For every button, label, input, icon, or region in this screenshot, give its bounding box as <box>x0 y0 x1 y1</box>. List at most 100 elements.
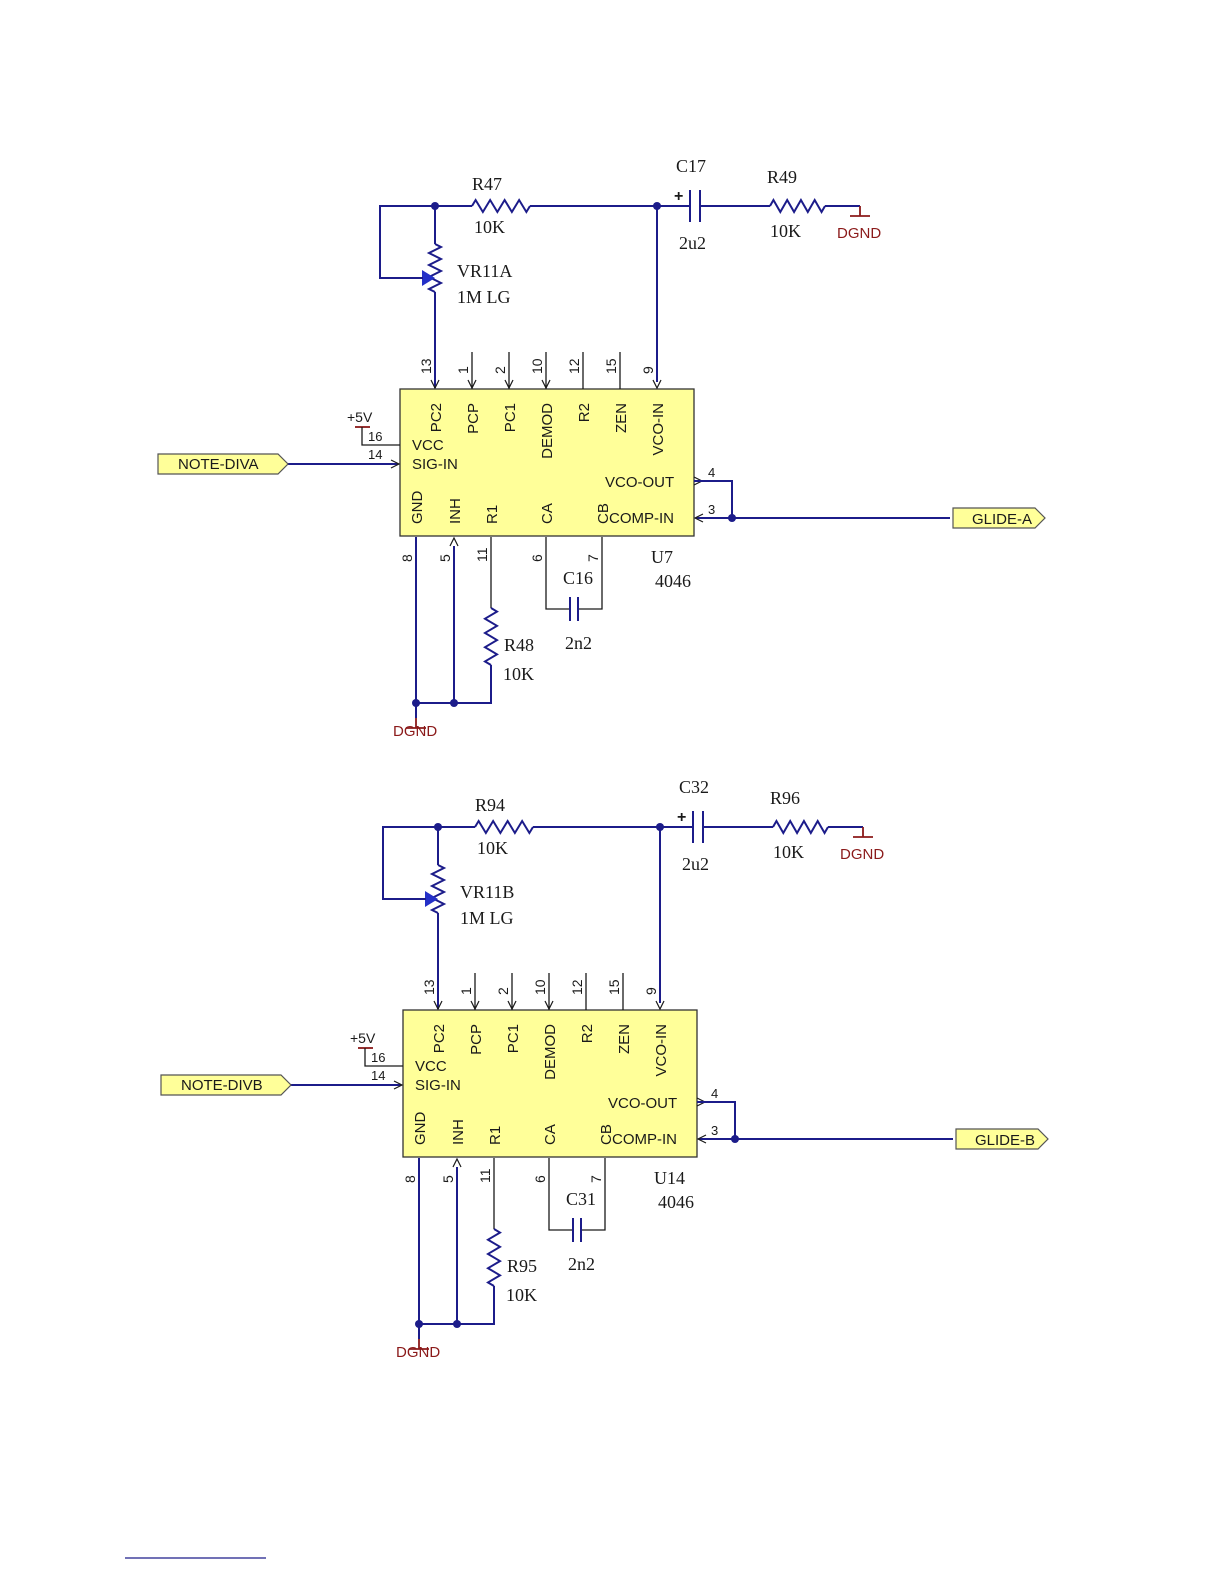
wire-pot-loop <box>379 205 435 279</box>
ic-left-pin-name: VCC <box>415 1058 447 1075</box>
ic-top-pin-number: 1 <box>458 987 474 995</box>
capacitor-polarity: + <box>677 809 686 826</box>
ic-top-pin-number: 10 <box>529 358 545 374</box>
ic-bottom-pin-number: 11 <box>477 1168 493 1183</box>
pin-arrow <box>452 1157 462 1168</box>
pot-ref: VR11B <box>460 882 514 902</box>
junction-dot <box>728 514 736 522</box>
resistor-right <box>769 197 826 215</box>
ic-ref: U7 <box>651 547 673 567</box>
ic-bottom-pin-name: R1 <box>487 1126 504 1145</box>
junction-dot <box>453 1320 461 1328</box>
ic-bottom-pin-number: 7 <box>585 554 601 562</box>
pot-value: 1M LG <box>460 908 514 928</box>
ground-label: DGND <box>840 846 884 863</box>
resistor-top-value: 10K <box>474 217 505 237</box>
pin-arrow <box>541 379 551 390</box>
output-port-label: GLIDE-A <box>972 511 1032 528</box>
pot-wiper-arrow <box>422 270 435 286</box>
capacitor-bottom-value: 2n2 <box>565 633 592 653</box>
ic-part: 4046 <box>658 1192 694 1212</box>
ic-top-pin-number: 15 <box>603 358 619 374</box>
resistor-bottom <box>486 1228 502 1287</box>
ic-right-pin-number: 3 <box>708 502 715 517</box>
ic-top-pin-number: 13 <box>418 358 434 374</box>
ic-part: 4046 <box>655 571 691 591</box>
ic-top-pin-name: VCO-IN <box>650 403 667 456</box>
pin-arrow <box>449 536 459 547</box>
ground-label: DGND <box>396 1344 440 1361</box>
ic-left-pin-number: 14 <box>368 447 382 462</box>
resistor-top-ref: R47 <box>472 174 502 194</box>
ic-top-pin-name: ZEN <box>613 403 630 433</box>
capacitor-top-value: 2u2 <box>682 854 709 874</box>
resistor-right-value: 10K <box>773 842 804 862</box>
resistor-right <box>772 818 829 836</box>
ic-right-pin-name: VCO-OUT <box>605 474 674 491</box>
ic-top-pin-number: 9 <box>643 987 659 995</box>
resistor-right-value: 10K <box>770 221 801 241</box>
resistor-top <box>471 198 531 214</box>
capacitor-bottom-ref: C31 <box>566 1189 596 1209</box>
pin-arrow <box>467 379 477 390</box>
ic-top-pin-number: 12 <box>569 979 585 995</box>
resistor-top-value: 10K <box>477 838 508 858</box>
ic-bottom-pin-number: 7 <box>588 1175 604 1183</box>
capacitor-top-ref: C32 <box>679 777 709 797</box>
ic-right-pin-name: COMP-IN <box>609 510 674 527</box>
ic-bottom-pin-name: GND <box>412 1112 429 1146</box>
pin-arrow <box>507 1000 517 1011</box>
supply-label: +5V <box>347 409 373 425</box>
supply-label: +5V <box>350 1030 376 1046</box>
ic-right-pin-number: 4 <box>708 465 715 480</box>
ic-right-pin-name: VCO-OUT <box>608 1095 677 1112</box>
ic-top-pin-name: PC2 <box>428 403 445 432</box>
pin-arrow <box>696 1134 707 1144</box>
junction-dot <box>415 1320 423 1328</box>
pin-arrow <box>544 1000 554 1011</box>
wire-cb <box>581 1158 606 1231</box>
junction-dot <box>653 202 661 210</box>
input-port <box>157 453 289 475</box>
ic-bottom-pin-number: 5 <box>437 554 453 562</box>
ic-left-pin-number: 16 <box>368 429 382 444</box>
ic-bottom-pin-number: 5 <box>440 1175 456 1183</box>
ground-label: DGND <box>837 225 881 242</box>
ic-right-pin-name: COMP-IN <box>612 1131 677 1148</box>
pin-arrow <box>504 379 514 390</box>
junction-dot <box>656 823 664 831</box>
resistor-bottom-ref: R95 <box>507 1256 537 1276</box>
wire-pot-loop <box>382 826 438 900</box>
junction-dot <box>431 202 439 210</box>
ic-top-pin-number: 13 <box>421 979 437 995</box>
input-port-label: NOTE-DIVA <box>178 456 259 473</box>
ic-bottom-pin-number: 8 <box>399 554 415 562</box>
ic-top-pin-name: VCO-IN <box>653 1024 670 1077</box>
input-port-label: NOTE-DIVB <box>181 1077 263 1094</box>
resistor-top <box>474 819 534 835</box>
ic-bottom-pin-name: CA <box>542 1124 559 1145</box>
junction-dot <box>434 823 442 831</box>
ic-left-pin-name: VCC <box>412 437 444 454</box>
output-port <box>955 1128 1049 1150</box>
ic-bottom-pin-name: CB <box>598 1124 615 1145</box>
ground-label: DGND <box>393 723 437 740</box>
ic-bottom-pin-number: 6 <box>532 1175 548 1183</box>
capacitor-bottom-ref: C16 <box>563 568 593 588</box>
pot-resistor <box>426 243 444 293</box>
ic-right-pin-number: 4 <box>711 1086 718 1101</box>
ic-top-pin-name: DEMOD <box>539 403 556 459</box>
ic-left-pin-number: 16 <box>371 1050 385 1065</box>
pin-arrow <box>393 1080 404 1090</box>
ic-left-pin-name: SIG-IN <box>412 456 458 473</box>
resistor-bottom-value: 10K <box>506 1285 537 1305</box>
wire-r-bottom-gnd <box>419 1286 495 1325</box>
ic-top-pin-name: PC1 <box>502 403 519 432</box>
ic-pin-vcc <box>364 1048 403 1067</box>
output-port <box>952 507 1046 529</box>
resistor-right-ref: R96 <box>770 788 800 808</box>
wire-ca <box>545 537 570 610</box>
pot-ref: VR11A <box>457 261 512 281</box>
